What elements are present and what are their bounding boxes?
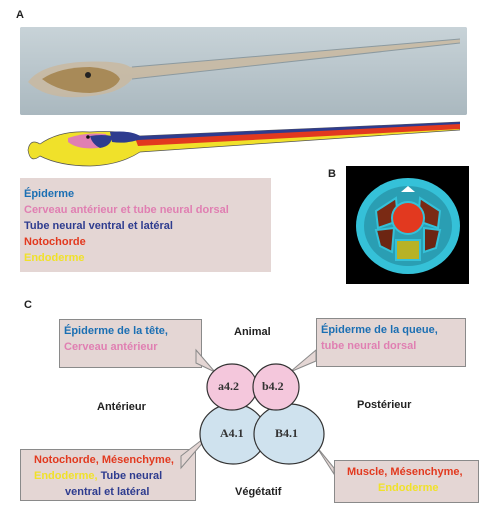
axis-vegetal-label: Végétatif (235, 486, 282, 498)
larva-schematic (27, 121, 460, 167)
larva-notochord (135, 123, 460, 146)
legend-item-tube-neural: Tube neural ventral et latéral (24, 220, 173, 232)
callout-B41: Muscle, Mésenchyme, Endoderme (334, 460, 479, 503)
color-legend: Épiderme Cerveau antérieur et tube neura… (20, 178, 271, 272)
callout-B41-muscle: Muscle, (347, 466, 388, 478)
callout-b42: Épiderme de la queue, tube neural dorsal (316, 318, 466, 367)
axis-anterior-label: Antérieur (97, 401, 146, 413)
callout-a42-line1: Épiderme de la tête, (64, 325, 168, 337)
pointer-b42 (289, 348, 317, 373)
callout-a42-line2: Cerveau antérieur (64, 341, 158, 353)
cell-label-b42: b4.2 (262, 379, 284, 393)
larva-photo (20, 27, 467, 115)
callout-A41-notochorde: Notochorde, (34, 454, 99, 466)
axis-animal-label: Animal (234, 326, 271, 338)
cell-label-A41: A4.1 (220, 426, 244, 440)
callout-A41-line3: ventral et latéral (34, 484, 195, 500)
callout-A41: Notochorde, Mésenchyme, Endoderme, Tube … (20, 449, 196, 501)
larva-eyespot (86, 135, 90, 139)
callout-A41-ventral: ventral et latéral (65, 486, 150, 498)
callout-b42-line1: Épiderme de la queue, (321, 324, 438, 336)
callout-B41-endoderme: Endoderme (378, 482, 439, 494)
embryo-micrograph-drawing (356, 178, 460, 274)
axis-posterior-label: Postérieur (357, 399, 412, 411)
cell-label-a42: a4.2 (218, 379, 239, 393)
embryo-micrograph (346, 166, 469, 284)
cell-label-B41: B4.1 (275, 426, 299, 440)
legend-item-cerveau: Cerveau antérieur et tube neural dorsal (24, 204, 229, 216)
callout-a42: Épiderme de la tête, Cerveau antérieur (59, 319, 202, 368)
callout-A41-endoderme: Endoderme, (34, 470, 98, 482)
larva-neural-ventral (90, 135, 112, 148)
panel-b-letter: B (328, 168, 336, 180)
callout-b42-line2: tube neural dorsal (321, 340, 417, 352)
legend-item-notochorde: Notochorde (24, 236, 86, 248)
panel-c-letter: C (24, 299, 32, 311)
callout-A41-mesenchyme: Mésenchyme, (101, 454, 174, 466)
legend-item-endoderme: Endoderme (24, 252, 85, 264)
larva-photo-drawing (20, 27, 467, 115)
callout-A41-tube-neural: Tube neural (100, 470, 163, 482)
panel-a-letter: A (16, 9, 24, 21)
pointer-B41 (315, 445, 335, 476)
legend-item-epiderme: Épiderme (24, 188, 75, 200)
larva-neural-tube (110, 122, 460, 143)
callout-B41-mesenchyme: Mésenchyme, (390, 466, 463, 478)
